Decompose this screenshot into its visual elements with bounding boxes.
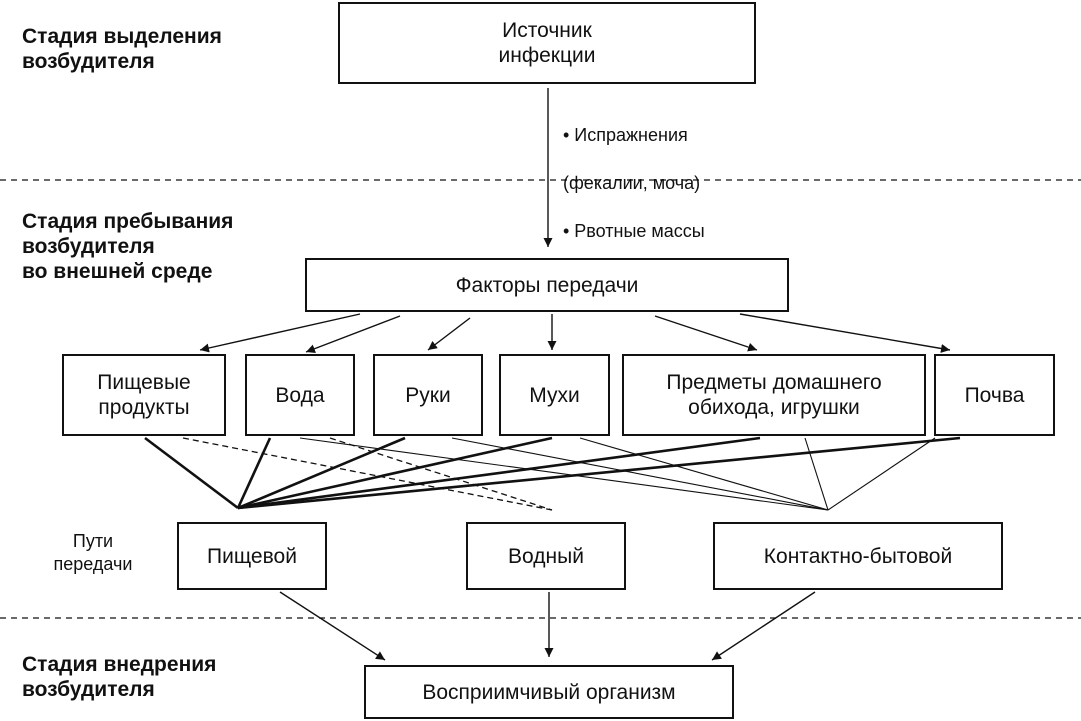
arrow-contact-to-host	[711, 591, 816, 661]
food-route-connectors	[144, 436, 961, 510]
factor-soil: Почва	[934, 354, 1055, 436]
arrow-to-water	[305, 315, 401, 353]
contact-route-connectors	[299, 437, 936, 511]
excretions-list: • Испражнения (фекалии, моча) • Рвотные …	[563, 99, 705, 267]
factor-water: Вода	[245, 354, 355, 436]
stage-label-environment: Стадия пребывания возбудителя во внешней…	[22, 210, 234, 283]
route-contact-household: Контактно-бытовой	[713, 522, 1003, 590]
routes-label: Пути передачи	[53, 531, 133, 574]
factor-hands: Руки	[373, 354, 483, 436]
arrow-food-to-host	[279, 591, 386, 661]
route-food: Пищевой	[177, 522, 327, 590]
route-water: Водный	[466, 522, 626, 590]
arrow-to-hands	[427, 317, 471, 351]
arrow-to-food-products	[199, 313, 361, 353]
excretion-item: • Рвотные массы	[563, 221, 705, 241]
arrow-to-household	[654, 315, 758, 352]
susceptible-organism-box: Восприимчивый организм	[364, 665, 734, 719]
infection-source-box: Источник инфекции	[338, 2, 756, 84]
stage-label-release: Стадия выделения возбудителя	[22, 25, 222, 73]
water-route-connectors	[182, 437, 553, 511]
factor-household-items: Предметы домашнего обихода, игрушки	[622, 354, 926, 436]
factor-flies: Мухи	[499, 354, 610, 436]
transmission-factors-box: Факторы передачи	[305, 258, 789, 312]
factor-food-products: Пищевые продукты	[62, 354, 226, 436]
excretion-item: • Испражнения	[563, 125, 688, 145]
excretion-item: (фекалии, моча)	[563, 173, 701, 193]
stage-label-entry: Стадия внедрения возбудителя	[22, 653, 217, 701]
arrow-to-soil	[739, 313, 951, 353]
